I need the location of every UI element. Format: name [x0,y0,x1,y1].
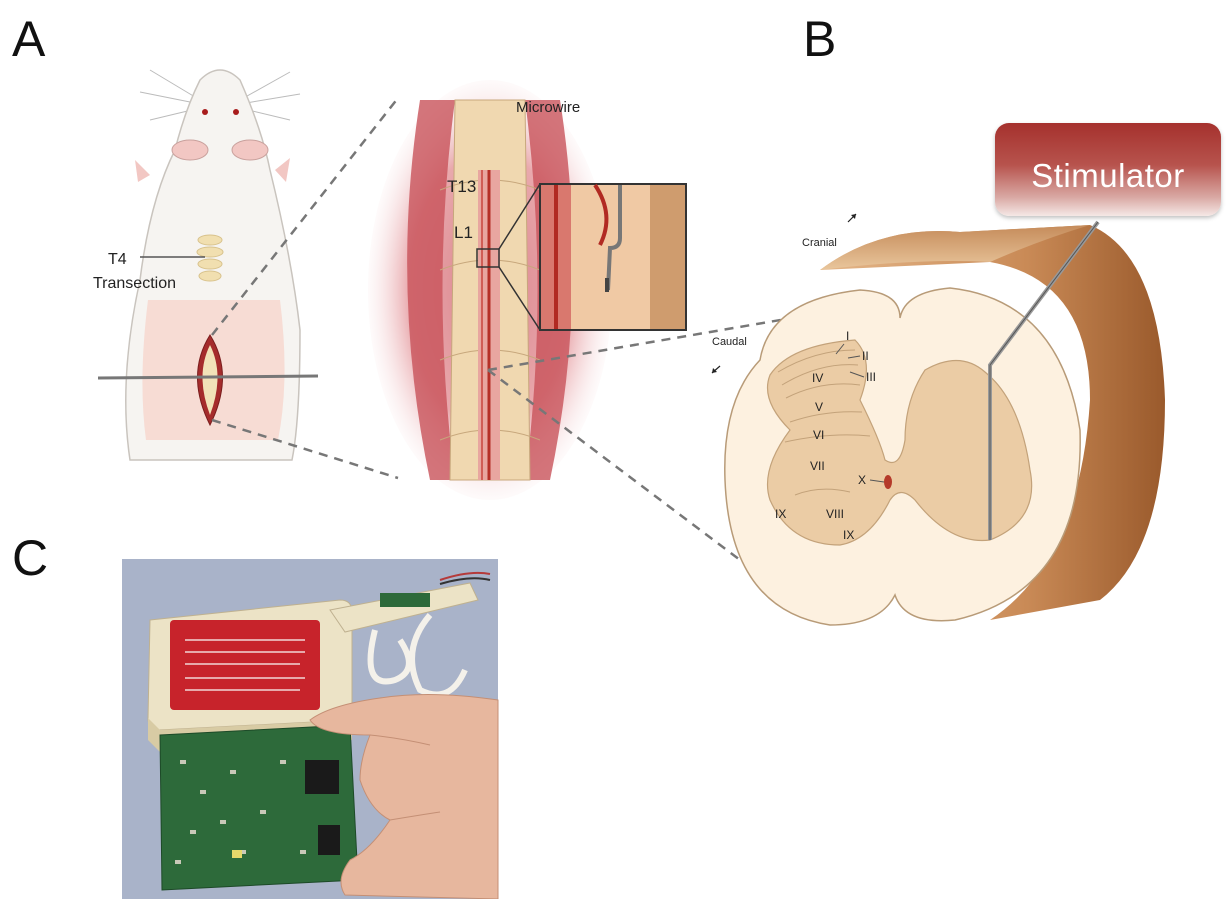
lamina-label: IV [812,371,823,385]
lamina-label: X [858,473,866,487]
lamina-label: V [815,400,823,414]
lamina-label: III [866,370,876,384]
stimulator-box: Stimulator [995,123,1221,216]
lamina-label: IX [843,528,854,542]
device-photo [122,559,498,899]
lamina-label: II [862,349,869,363]
lamina-label: I [846,329,849,343]
surgical-field [368,80,686,500]
l1-label: L1 [454,223,473,242]
lamina-label: VI [813,428,824,442]
caudal-label: Caudal [712,336,747,348]
spinal-cord-diagram [712,214,1165,625]
cranial-label: Cranial [802,237,837,249]
lamina-label: IX [775,507,786,521]
rat-illustration [98,70,318,460]
t4-label: T4 [108,251,127,268]
stimulator-label: Stimulator [995,157,1221,195]
t13-label: T13 [447,177,476,196]
lamina-label: VIII [826,507,844,521]
microwire-label: Microwire [516,99,580,116]
lamina-label: VII [810,459,825,473]
transection-label: Transection [93,275,176,292]
